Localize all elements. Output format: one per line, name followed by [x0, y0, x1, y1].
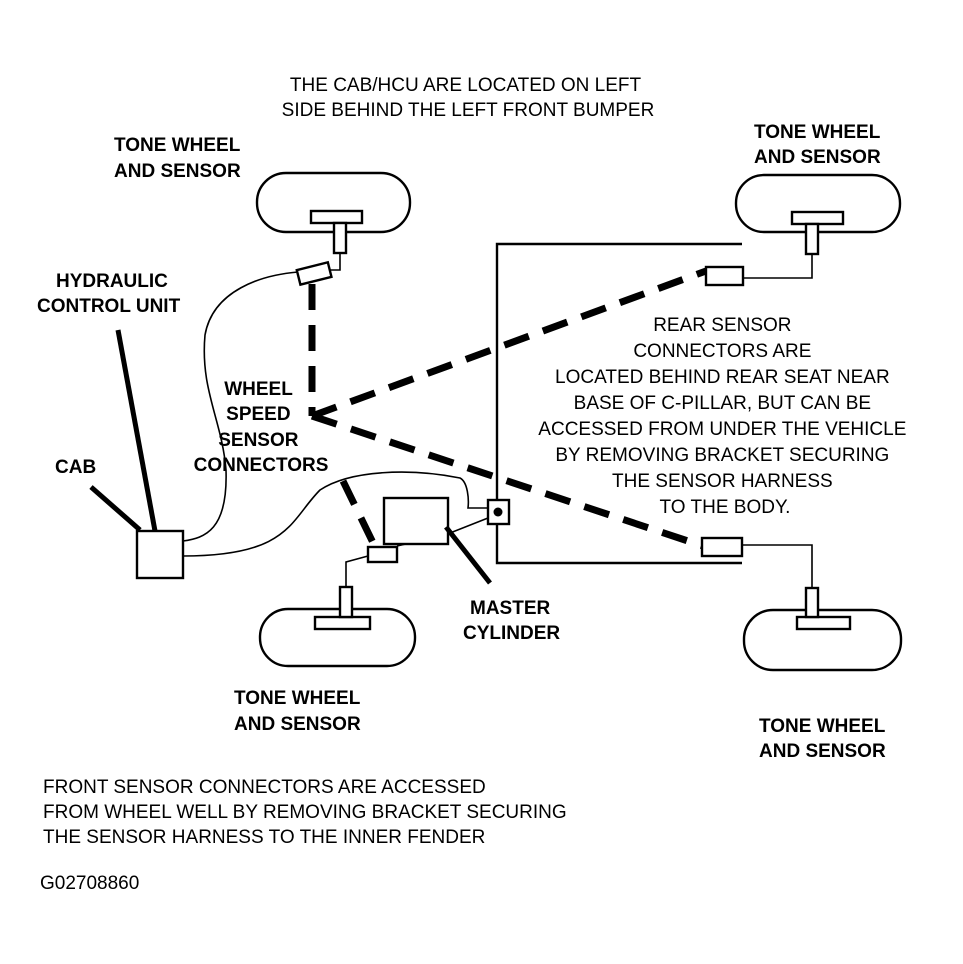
tone-wheel-rear-left: [258, 585, 417, 668]
hcu-harness-wire-lower: [182, 471, 488, 557]
leader-lines: [89, 329, 492, 585]
figure-id: G02708860: [40, 873, 139, 894]
label-hydraulic-control-unit: HYDRAULIC CONTROL UNIT: [37, 271, 181, 317]
label-tone-wheel-rear-left: TONE WHEEL AND SENSOR: [234, 688, 365, 735]
connector-rear-right: [700, 536, 744, 558]
rear-sensor-connectors-note: REAR SENSOR CONNECTORS ARE LOCATED BEHIN…: [538, 315, 911, 518]
tone-wheel-front-right: [734, 173, 902, 256]
label-tone-wheel-front-right: TONE WHEEL AND SENSOR: [754, 122, 885, 168]
label-cab: CAB: [55, 457, 96, 478]
label-tone-wheel-front-left: TONE WHEEL AND SENSOR: [114, 135, 245, 182]
body-connector-pin: [493, 507, 503, 517]
cab-hcu-location-note: THE CAB/HCU ARE LOCATED ON LEFT SIDE BEH…: [282, 75, 655, 121]
wheel-speed-connectors: [295, 260, 745, 564]
connector-front-left: [295, 260, 333, 287]
master-cylinder: [382, 496, 450, 546]
label-tone-wheel-rear-right: TONE WHEEL AND SENSOR: [759, 716, 890, 762]
wheel-speed-sensor-routing: [308, 267, 708, 555]
connector-front-right: [704, 265, 745, 287]
label-wheel-speed-sensor-connectors: WHEEL SPEED SENSOR CONNECTORS: [194, 379, 329, 476]
connector-rear-left: [366, 545, 399, 564]
front-sensor-connectors-note: FRONT SENSOR CONNECTORS ARE ACCESSED FRO…: [43, 777, 572, 848]
label-master-cylinder: MASTER CYLINDER: [463, 598, 560, 644]
vehicle-body-outline: [495, 242, 742, 565]
hcu-harness-wire-upper: [182, 271, 299, 542]
tone-wheel-rear-right: [742, 586, 903, 672]
cab-module: [135, 529, 185, 580]
tone-wheel-front-left: [255, 171, 412, 255]
